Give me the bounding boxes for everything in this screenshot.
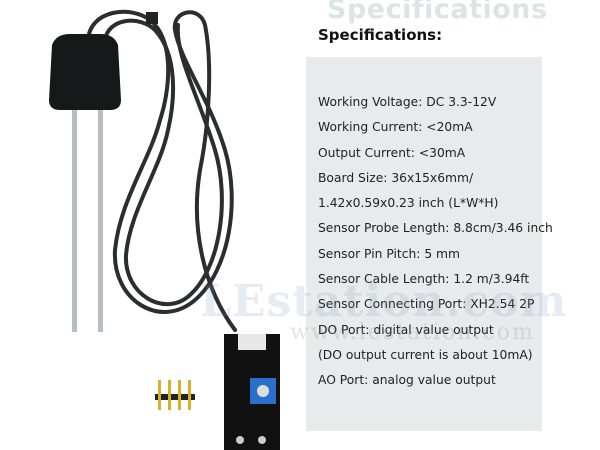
spec-item: Sensor Cable Length: 1.2 m/3.94ft <box>318 272 530 287</box>
spec-item: (DO output current is about 10mA) <box>318 347 533 362</box>
spec-item: Working Voltage: DC 3.3-12V <box>318 95 497 109</box>
spec-item: Sensor Pin Pitch: 5 mm <box>318 246 461 261</box>
specs-list: Working Voltage: DC 3.3-12V Working Curr… <box>318 93 553 397</box>
spec-item: AO Port: analog value output <box>318 373 496 388</box>
spec-item: Output Current: <30mA <box>318 145 466 160</box>
sensor-cable <box>86 9 237 332</box>
spec-item: Sensor Connecting Port: XH2.54 2P <box>318 297 535 312</box>
ghost-title: Specifications <box>327 0 548 25</box>
watermark-url: www.lestation.com <box>290 320 535 345</box>
sensor-board <box>224 334 280 450</box>
watermark-logo: LEstation.com <box>200 276 568 327</box>
spec-item: Sensor Probe Length: 8.8cm/3.46 inch <box>318 221 553 236</box>
specifications-heading: Specifications: <box>318 26 443 44</box>
cable-connector <box>146 12 158 24</box>
spec-item: Working Current: <20mA <box>318 120 473 135</box>
spec-item: DO Port: digital value output <box>318 322 494 337</box>
specs-panel <box>306 57 542 431</box>
soil-moisture-sensor-image <box>49 9 280 450</box>
spec-item: 1.42x0.59x0.23 inch (L*W*H) <box>318 196 499 211</box>
spec-item: Board Size: 36x15x6mm/ <box>318 170 474 185</box>
header-pins <box>155 380 195 410</box>
probe-right <box>98 110 103 332</box>
probe-left <box>72 110 77 332</box>
probe-head <box>49 34 121 110</box>
